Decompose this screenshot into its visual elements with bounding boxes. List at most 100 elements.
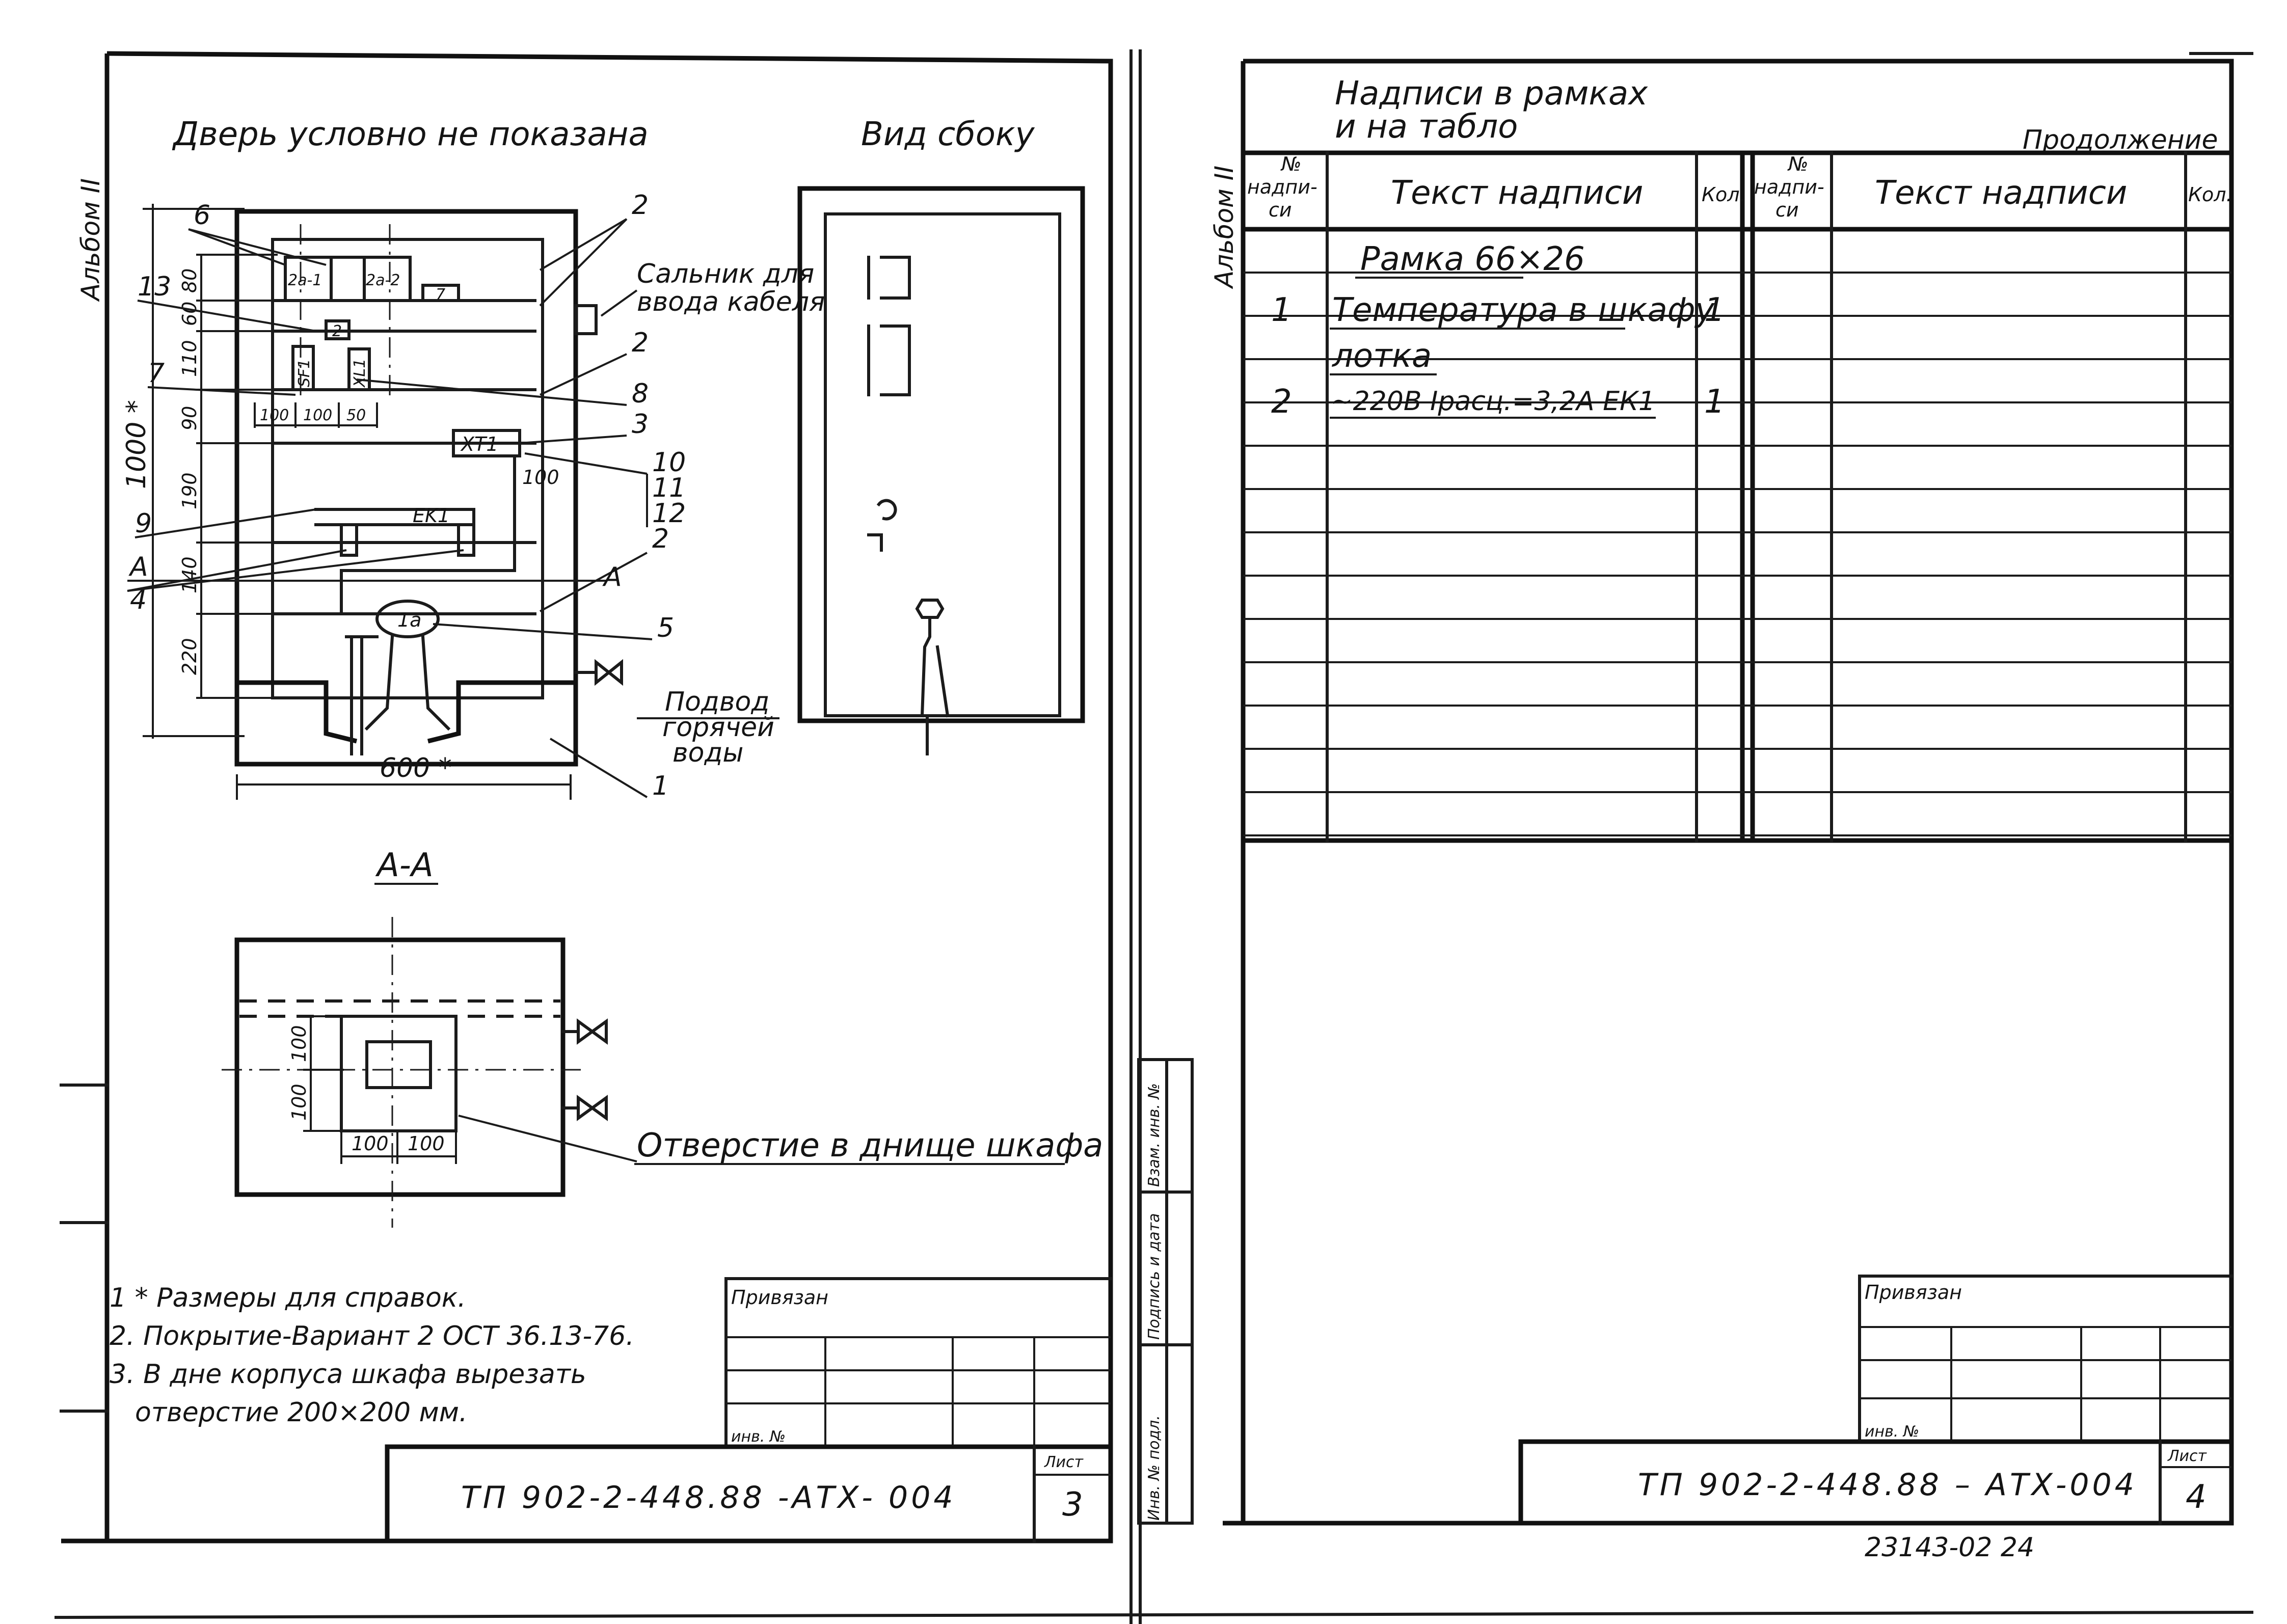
table-row-lines [1243,272,2231,836]
side-stamp-label-2: Подпись и дата [1145,1213,1163,1340]
side-stamp-label-1: Инв. № подл. [1145,1415,1163,1521]
side-pipe [920,617,950,718]
hdr-text-left: Текст надписи [1391,174,1643,212]
hdr-num-3-left: си [1269,199,1292,221]
leader-3 [519,435,627,444]
left-title-block [385,1444,1113,1544]
callout-6: 6 [194,200,210,231]
gland-label-1: Сальник для [637,259,814,289]
left-stamp-inv-label: инв. № [731,1428,786,1446]
section-valve-1 [561,1018,608,1045]
side-stamp-label-3: Взам. инв. № [1145,1083,1163,1187]
dim-height-total: 1000 * [121,400,152,489]
leader-2d [540,552,648,612]
valve-1a [375,600,440,638]
dim-h100a: 100 [260,407,289,424]
left-stamp: Привязан инв. № Лист 3 ТП 902-2-448.88 -… [385,1277,1113,1544]
leader-2a [539,218,628,271]
right-stamp-sheet-number: 4 [2186,1478,2207,1516]
album-label-left: Альбом II [76,178,105,302]
front-view-callouts: 6 13 7 9 А 4 2 2 8 3 10 11 12 [127,190,825,801]
device-xl1-label: XL1 [351,359,369,388]
side-view [797,186,1085,755]
right-stamp-sheet-label: Лист [2167,1447,2208,1465]
leader-5 [433,623,653,640]
device-xl1 [347,347,371,391]
callout-12: 12 [652,498,686,529]
dim-220: 220 [178,638,201,675]
dim-140: 140 [178,556,201,593]
device-xt1-label: XT1 [460,433,498,455]
bottom-trim-line [54,1610,2254,1619]
leader-gland [600,289,638,317]
row-3-num: 2 [1271,383,1292,421]
side-lock [867,499,897,552]
cabinet-front-view: 2а-1 2а-2 7 2 SF1 XL1 XT1 EK1 1а [234,209,623,767]
cable-run [340,454,516,615]
hdr-num-2-right: надпи- [1754,176,1824,198]
left-stamp-tied-label: Привязан [731,1286,828,1309]
right-stamp-tied-label: Привязан [1865,1281,1962,1304]
dim-190: 190 [178,472,201,509]
leader-10-12b [524,452,648,475]
valve-1a-label: 1а [397,609,421,631]
callout-8: 8 [632,378,649,409]
side-valve [915,599,945,619]
heater-ek1-label: EK1 [413,504,450,527]
hdr-num-1-right: № [1787,153,1809,175]
device-2a1-label: 2а-1 [288,272,322,289]
leader-4a [127,549,347,592]
section-hole-frame [340,1015,458,1132]
dim-60: 60 [178,302,201,326]
valve-body [364,635,451,731]
callout-9: 9 [135,508,152,539]
right-stamp-inv-label: инв. № [1865,1423,1919,1441]
hot-water-label-1: Подвод [665,687,769,717]
note-4: отверстие 200×200 мм. [135,1397,468,1428]
device-2-label: 2 [332,322,342,340]
note-1: 1 * Размеры для справок. [110,1283,466,1313]
device-sf1-label: SF1 [295,359,313,387]
dim-110: 110 [178,340,201,377]
section-dim-v100a: 100 [288,1025,310,1062]
hdr-num-1-left: № [1280,153,1302,175]
hdr-qty-right: Кол. [2188,183,2232,206]
front-view-dimensions: 1000 * 80 60 110 90 190 140 220 100 100 … [121,204,572,800]
hdr-num-3-right: си [1775,199,1799,221]
row-0-text: Рамка 66×26 [1360,240,1585,278]
heater-ek1 [314,508,475,526]
device-sf1 [291,345,315,391]
callout-A-left: А [128,552,148,582]
leader-2c [540,353,627,396]
callout-2-lower: 2 [652,524,669,554]
section-outline [234,937,566,1197]
left-sheet-frame [61,51,1113,1544]
callout-3: 3 [632,409,649,440]
side-hinge-2 [867,324,911,396]
plinth [237,680,576,744]
section-valve-2 [561,1095,608,1121]
side-view-door [824,212,1061,717]
left-sheet: Альбом II Дверь условно не показана Вид … [60,51,1113,1544]
right-title-block [1518,1439,2234,1526]
hot-water-valve [574,659,623,686]
section-aa: А-А 100 100 100 100 Отверстие в днище [222,847,1103,1228]
row-1-text: Температура в шкафу [1332,291,1715,329]
section-dim-h100a: 100 [352,1132,389,1155]
leader-9 [134,508,316,538]
callout-5: 5 [657,613,674,643]
leader-1 [549,738,648,798]
leader-8 [356,378,627,406]
dim-h50: 50 [346,407,366,424]
leader-4b [127,549,464,592]
note-3: 3. В дне корпуса шкафа вырезать [110,1359,586,1390]
dim-width-total: 600 * [380,753,452,783]
pipe-left [345,635,379,755]
device-2a2-label: 2а-2 [366,272,400,289]
side-view-title: Вид сбоку [861,116,1035,153]
leader-6b [188,228,327,266]
section-aa-title: А-А [375,847,434,884]
left-sheet-title: Дверь условно не показана [172,116,649,153]
